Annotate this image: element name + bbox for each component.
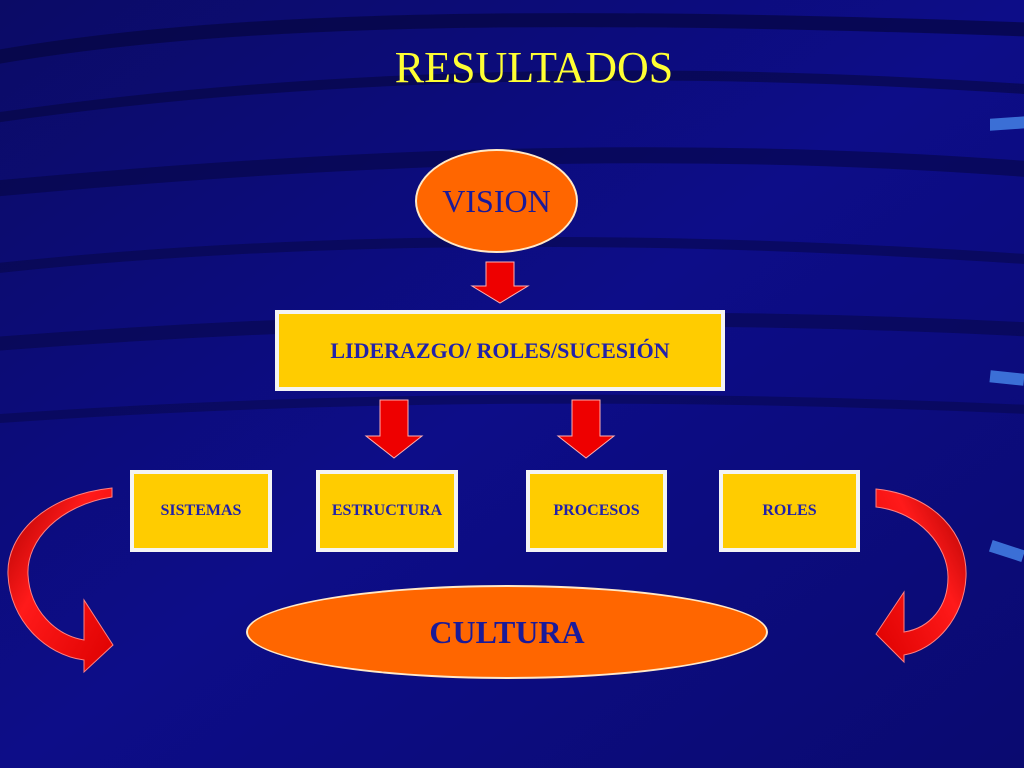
pillar-box-estructura: ESTRUCTURA [316, 470, 458, 552]
pillar-label: ESTRUCTURA [331, 502, 443, 519]
leadership-label: LIDERAZGO/ ROLES/SUCESIÓN [330, 337, 670, 363]
pillar-box-roles: ROLES [719, 470, 860, 552]
pillar-label: SISTEMAS [160, 502, 242, 519]
slide-title: RESULTADOS [394, 43, 674, 92]
vision-label: VISION [442, 182, 551, 219]
pillar-label: ROLES [762, 502, 817, 519]
culture-ellipse: CULTURA [246, 585, 768, 679]
leadership-box: LIDERAZGO/ ROLES/SUCESIÓN [275, 310, 725, 391]
pillar-box-procesos: PROCESOS [526, 470, 667, 552]
pillar-label: PROCESOS [553, 502, 640, 519]
vision-ellipse: VISION [415, 149, 578, 253]
background-side-marks [988, 116, 1024, 562]
culture-label: CULTURA [429, 613, 585, 650]
pillar-box-sistemas: SISTEMAS [130, 470, 272, 552]
